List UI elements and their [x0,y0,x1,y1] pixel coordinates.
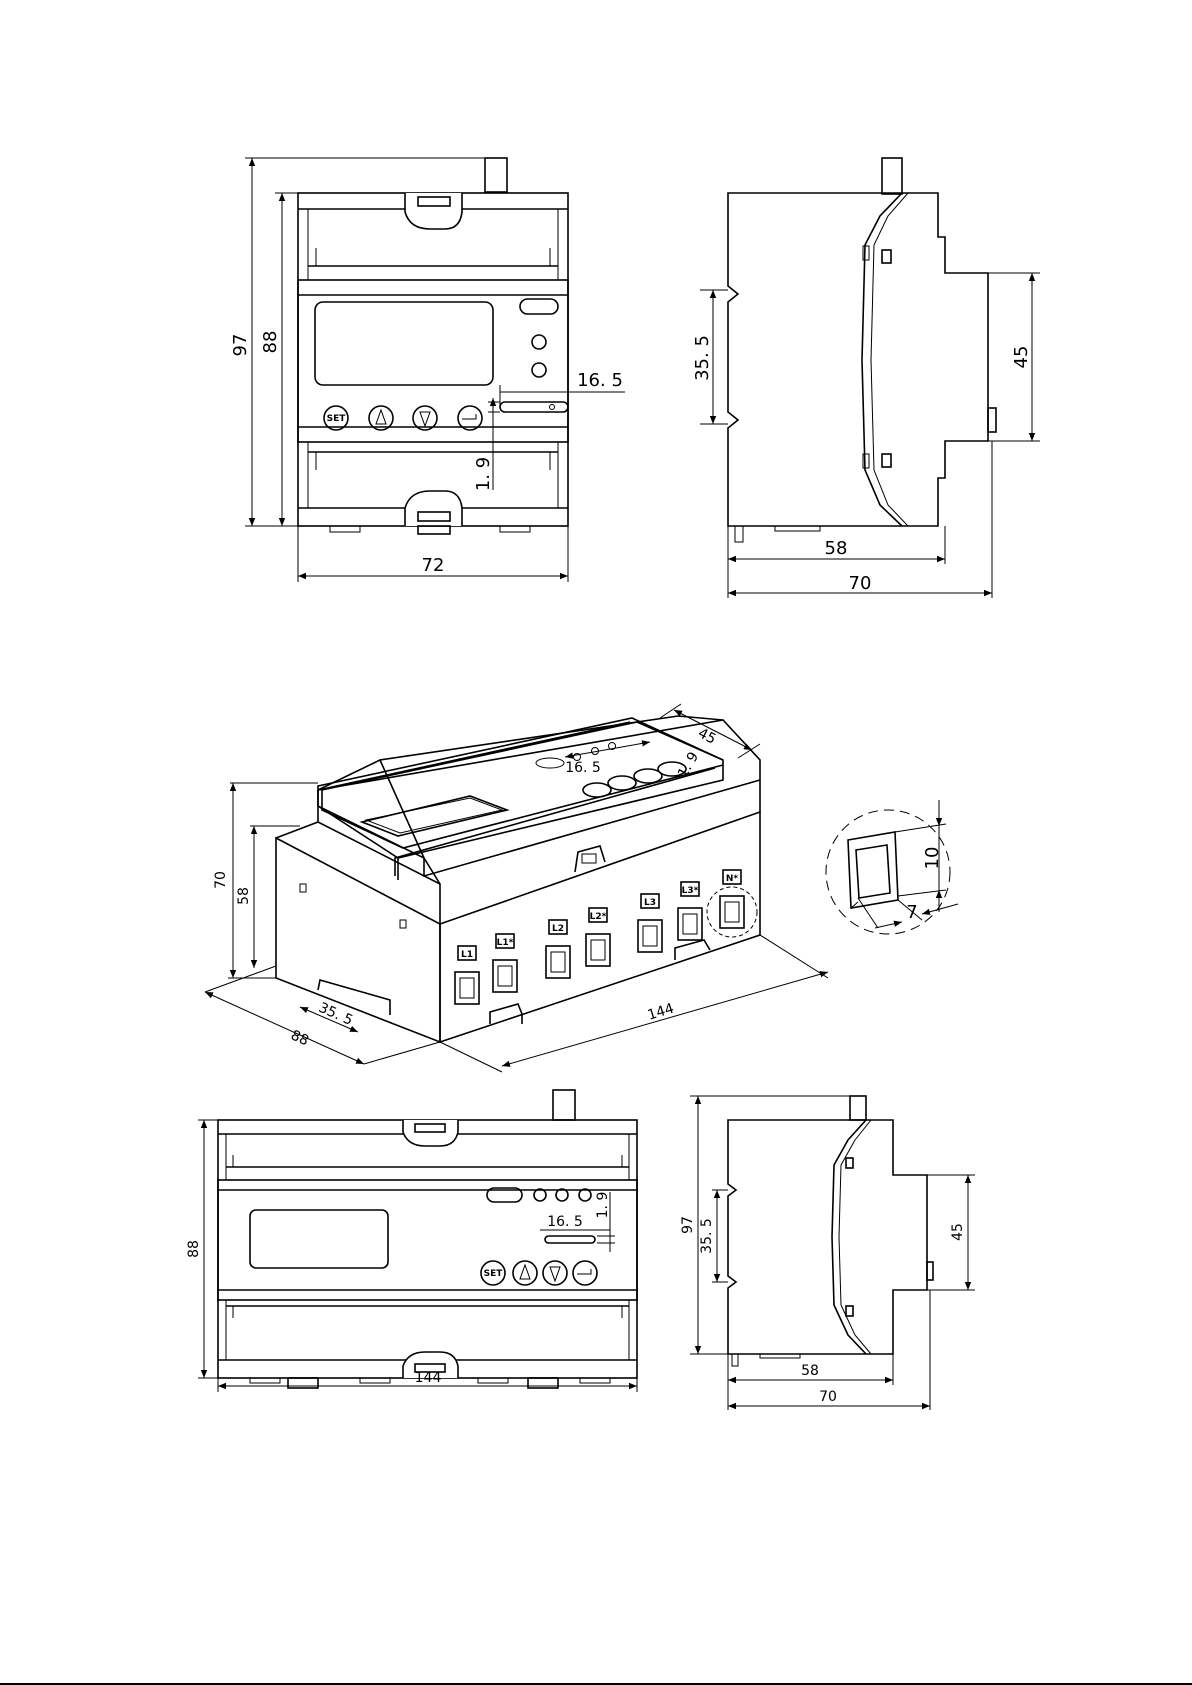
front-view-2: SET 88 144 16. 5 1. 9 [186,1090,637,1392]
dim-16-5: 16. 5 [577,370,623,391]
isometric-view: L1 L1* L2 L2* L3 L3* N* 70 58 45 16. 5 1… [205,704,828,1072]
terminal-label-l3-star: L3* [682,886,699,896]
terminal-label-l1: L1 [461,950,473,960]
dim-f2-16-5: 16. 5 [547,1214,583,1230]
terminal-label-n-star: N* [726,874,739,884]
dim-58: 58 [825,538,848,559]
dim-s2-70: 70 [819,1389,837,1405]
dim-iso-70: 70 [213,871,229,889]
terminal-label-l3: L3 [644,898,656,908]
dim-detail-7: 7 [906,902,917,923]
dim-72: 72 [422,555,445,576]
dim-88: 88 [260,331,281,354]
side-view-2: 97 35. 5 45 58 70 [680,1096,975,1410]
dim-35-5: 35. 5 [692,335,713,381]
dim-iso-144: 144 [646,1001,676,1024]
set-label: SET [327,414,347,424]
dim-detail-10: 10 [922,847,943,870]
terminal-labels: L1 L1* L2 L2* L3 L3* N* [458,870,741,960]
dim-iso-35-5: 35. 5 [316,1000,355,1029]
set-label-2: SET [484,1269,504,1279]
dim-s2-58: 58 [801,1363,819,1379]
detail-view: 10 7 [826,800,958,934]
front-view-1: SET 97 88 72 16. 5 [230,158,625,582]
dim-s2-35-5: 35. 5 [699,1218,715,1254]
dim-iso-16-5: 16. 5 [565,760,601,776]
terminal-label-l1-star: L1* [497,938,514,948]
dim-1-9: 1. 9 [473,457,494,491]
dim-45: 45 [1011,346,1032,369]
terminal-label-l2-star: L2* [590,912,607,922]
dim-s2-45: 45 [950,1223,966,1241]
dim-f2-144: 144 [415,1370,442,1386]
side-view-1: 35. 5 45 58 70 [692,158,1040,598]
dim-s2-97: 97 [680,1216,696,1234]
dim-97: 97 [230,334,251,357]
dim-iso-1-9: 1. 9 [675,749,702,780]
dim-f2-88: 88 [186,1240,202,1258]
dim-f2-1-9: 1. 9 [595,1192,611,1219]
dim-iso-58: 58 [236,887,252,905]
terminal-label-l2: L2 [552,924,564,934]
dim-iso-45: 45 [695,725,718,747]
dim-70: 70 [849,573,872,594]
